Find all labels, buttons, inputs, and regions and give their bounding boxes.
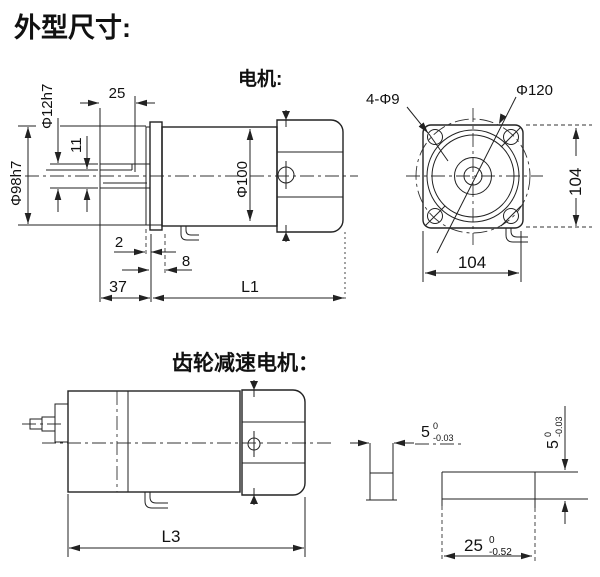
bolt-circle bbox=[415, 118, 531, 234]
dim-key-height: 5 bbox=[545, 440, 562, 449]
motor-front-view: 4-Φ9 Φ120 104 104 bbox=[366, 82, 592, 282]
mounting-holes bbox=[424, 126, 522, 227]
dim-key-height-sub: -0.03 bbox=[554, 416, 564, 437]
dim-key-length-sup: 0 bbox=[489, 535, 495, 546]
dim-flange-thickness: 8 bbox=[182, 253, 190, 270]
dim-shaft-dia: Φ12h7 bbox=[39, 84, 56, 129]
dim-key-width-sub: -0.03 bbox=[433, 433, 454, 443]
dim-key-length-sub: -0.52 bbox=[489, 547, 512, 558]
dim-front-length: 37 bbox=[109, 279, 127, 296]
dim-key-width-sup: 0 bbox=[433, 421, 438, 431]
dim-flange-width: 104 bbox=[458, 253, 486, 272]
dim-body-dia: Φ100 bbox=[234, 161, 251, 198]
label-mounting-holes: 4-Φ9 bbox=[366, 91, 400, 108]
dim-key-height-sup: 0 bbox=[543, 432, 553, 437]
dim-shaft-length: 25 bbox=[109, 85, 126, 102]
cable-bracket bbox=[180, 226, 199, 241]
page-title: 外型尺寸: bbox=[14, 13, 131, 43]
dim-total-length: L3 bbox=[162, 527, 181, 546]
dim-boss-step: 2 bbox=[115, 234, 123, 251]
dim-key-width: 5 bbox=[421, 424, 430, 441]
motor-side-view: 25 Φ12h7 11 Φ98h7 Φ100 2 8 37 L1 bbox=[8, 84, 358, 302]
dim-body-length: L1 bbox=[241, 279, 259, 296]
dim-key-length: 25 bbox=[464, 536, 483, 555]
dim-boss-dia: Φ98h7 bbox=[8, 161, 25, 206]
motor-section-label: 电机: bbox=[238, 67, 282, 90]
gearmotor-section-label: 齿轮减速电机： bbox=[172, 351, 319, 375]
dim-key-flat: 11 bbox=[68, 137, 85, 153]
label-bolt-circle: Φ120 bbox=[516, 82, 553, 99]
dim-flange-height: 104 bbox=[566, 168, 585, 196]
cable-bracket-gearmotor bbox=[144, 492, 168, 509]
key-detail-views: 5 0 -0.03 5 0 -0.03 25 0 -0.52 bbox=[350, 406, 588, 561]
cable-bracket-front bbox=[505, 228, 528, 243]
gearmotor-side-view: L3 bbox=[22, 380, 332, 557]
